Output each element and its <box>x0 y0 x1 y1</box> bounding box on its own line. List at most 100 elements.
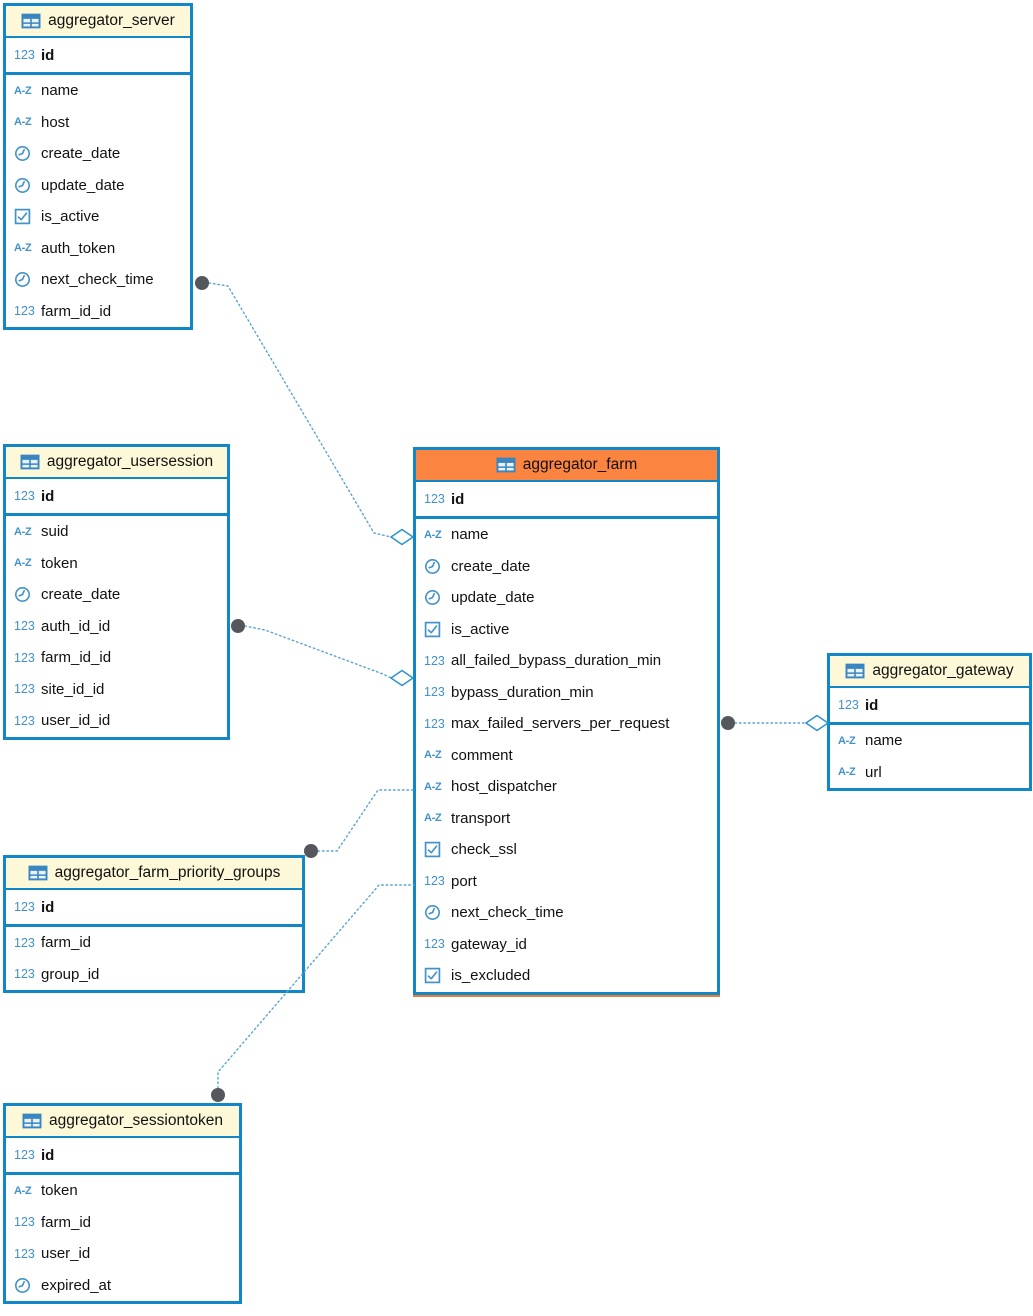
field-row[interactable]: create_date <box>6 138 190 170</box>
text-type-icon: A-Z <box>424 528 442 541</box>
field-row[interactable]: update_date <box>416 582 717 614</box>
numeric-type-icon: 123 <box>14 1215 35 1230</box>
pk-row[interactable]: 123 id <box>6 479 227 516</box>
relationship-usersession-farm[interactable] <box>231 619 415 687</box>
field-row[interactable]: update_date <box>6 169 190 201</box>
entity-aggregator_farm_priority_groups[interactable]: aggregator_farm_priority_groups 123 id 1… <box>3 855 305 993</box>
datetime-type-icon <box>14 586 41 603</box>
entity-header[interactable]: aggregator_usersession <box>6 447 227 479</box>
field-name: name <box>451 526 489 544</box>
field-name: is_active <box>451 620 510 638</box>
numeric-type-icon: 123 <box>14 900 35 914</box>
field-row[interactable]: A-Z name <box>830 725 1029 757</box>
field-row[interactable]: is_active <box>6 201 190 233</box>
field-row[interactable]: check_ssl <box>416 834 717 866</box>
relationship-line <box>244 625 392 679</box>
table-title: aggregator_server <box>48 12 175 29</box>
field-row[interactable]: create_date <box>416 550 717 582</box>
numeric-type-icon: 123 <box>14 935 35 950</box>
text-type-icon: A-Z <box>424 812 442 825</box>
text-type-icon: A-Z <box>838 734 856 747</box>
field-row[interactable]: next_check_time <box>6 264 190 296</box>
relationship-priority-groups-farm[interactable] <box>304 789 415 858</box>
field-row[interactable]: next_check_time <box>416 897 717 929</box>
pk-row[interactable]: 123 id <box>6 1138 239 1175</box>
field-name: name <box>865 732 903 750</box>
numeric-type-icon: 123 <box>424 685 445 700</box>
field-name: next_check_time <box>451 904 564 922</box>
field-name: bypass_duration_min <box>451 683 594 701</box>
relationship-endpoint-dot <box>195 276 209 290</box>
table-title: aggregator_farm_priority_groups <box>54 864 281 881</box>
entity-header[interactable]: aggregator_farm <box>416 450 717 482</box>
relationship-endpoint-diamond <box>804 714 830 732</box>
field-name: update_date <box>451 589 535 607</box>
field-row[interactable]: A-Z auth_token <box>6 232 190 264</box>
field-name: expired_at <box>41 1276 112 1294</box>
datetime-type-icon <box>14 177 41 194</box>
pk-row[interactable]: 123 id <box>6 890 302 927</box>
field-name: create_date <box>41 586 121 604</box>
field-row[interactable]: is_active <box>416 613 717 645</box>
entity-header[interactable]: aggregator_sessiontoken <box>6 1106 239 1138</box>
entity-header[interactable]: aggregator_farm_priority_groups <box>6 858 302 890</box>
entity-aggregator_farm[interactable]: aggregator_farm 123 id A-Z name create_da… <box>413 447 720 995</box>
field-row[interactable]: create_date <box>6 579 227 611</box>
entity-header[interactable]: aggregator_gateway <box>830 656 1029 688</box>
field-name: port <box>451 872 477 890</box>
pk-field-name: id <box>41 1146 55 1164</box>
datetime-type-icon <box>424 558 451 575</box>
field-name: site_id_id <box>41 680 105 698</box>
field-row[interactable]: is_excluded <box>416 960 717 992</box>
field-name: name <box>41 82 79 100</box>
field-row[interactable]: 123 bypass_duration_min <box>416 676 717 708</box>
field-name: auth_token <box>41 239 116 257</box>
numeric-type-icon: 123 <box>14 304 35 319</box>
relationship-farm-gateway[interactable] <box>721 714 830 732</box>
field-name: host_dispatcher <box>451 778 557 796</box>
pk-row[interactable]: 123 id <box>6 38 190 75</box>
numeric-type-icon: 123 <box>14 619 35 634</box>
text-type-icon: A-Z <box>838 766 856 779</box>
pk-row[interactable]: 123 id <box>830 688 1029 725</box>
numeric-type-icon: 123 <box>424 874 445 889</box>
numeric-type-icon: 123 <box>424 492 445 506</box>
datetime-type-icon <box>424 589 451 606</box>
pk-row[interactable]: 123 id <box>416 482 717 519</box>
table-icon <box>496 457 516 473</box>
field-row[interactable]: A-Z name <box>416 519 717 551</box>
field-row[interactable]: 123 port <box>416 865 717 897</box>
field-row[interactable]: expired_at <box>6 1269 239 1301</box>
pk-field-name: id <box>41 898 55 916</box>
numeric-type-icon: 123 <box>14 713 35 728</box>
text-type-icon: A-Z <box>14 242 32 255</box>
datetime-type-icon <box>14 271 41 288</box>
entity-header[interactable]: aggregator_server <box>6 6 190 38</box>
